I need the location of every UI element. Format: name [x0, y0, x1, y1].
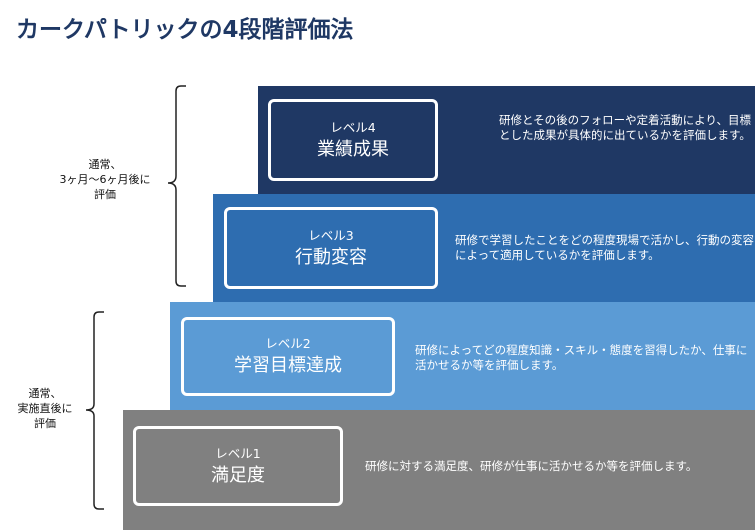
level2-box: レベル2 学習目標達成 — [181, 317, 395, 396]
level2-number: レベル2 — [265, 336, 311, 351]
top-brace — [167, 85, 186, 287]
level3-description: 研修で学習したことをどの程度現場で活かし、行動の変容によって適用しているかを評価… — [455, 233, 754, 262]
level1-name: 満足度 — [211, 464, 265, 486]
bottom-brace-label: 通常、 実施直後に 評価 — [17, 387, 73, 430]
level2-description: 研修によってどの程度知識・スキル・態度を習得したか、仕事に活かせるか等を評価しま… — [415, 343, 748, 372]
level1-description: 研修に対する満足度、研修が仕事に活かせるか等を評価します。 — [365, 459, 698, 473]
page-title: カークパトリックの4段階評価法 — [16, 17, 354, 43]
level4-description: 研修とその後のフォローや定着活動により、目標とした成果が具体的に出ているかを評価… — [499, 113, 751, 142]
level3-number: レベル3 — [308, 227, 354, 243]
level2-name: 学習目標達成 — [234, 355, 342, 376]
level1-number: レベル1 — [215, 445, 261, 461]
level4-number: レベル4 — [330, 119, 376, 135]
level4-box: レベル4 業績成果 — [268, 99, 438, 181]
level1-box: レベル1 満足度 — [133, 426, 343, 506]
brace-lines — [85, 85, 186, 510]
level4-name: 業績成果 — [317, 138, 389, 160]
bottom-brace — [85, 311, 104, 510]
level3-name: 行動変容 — [295, 246, 367, 268]
top-brace-label: 通常、 3ヶ月〜6ヶ月後に 評価 — [59, 158, 151, 201]
level3-box: レベル3 行動変容 — [224, 207, 438, 289]
